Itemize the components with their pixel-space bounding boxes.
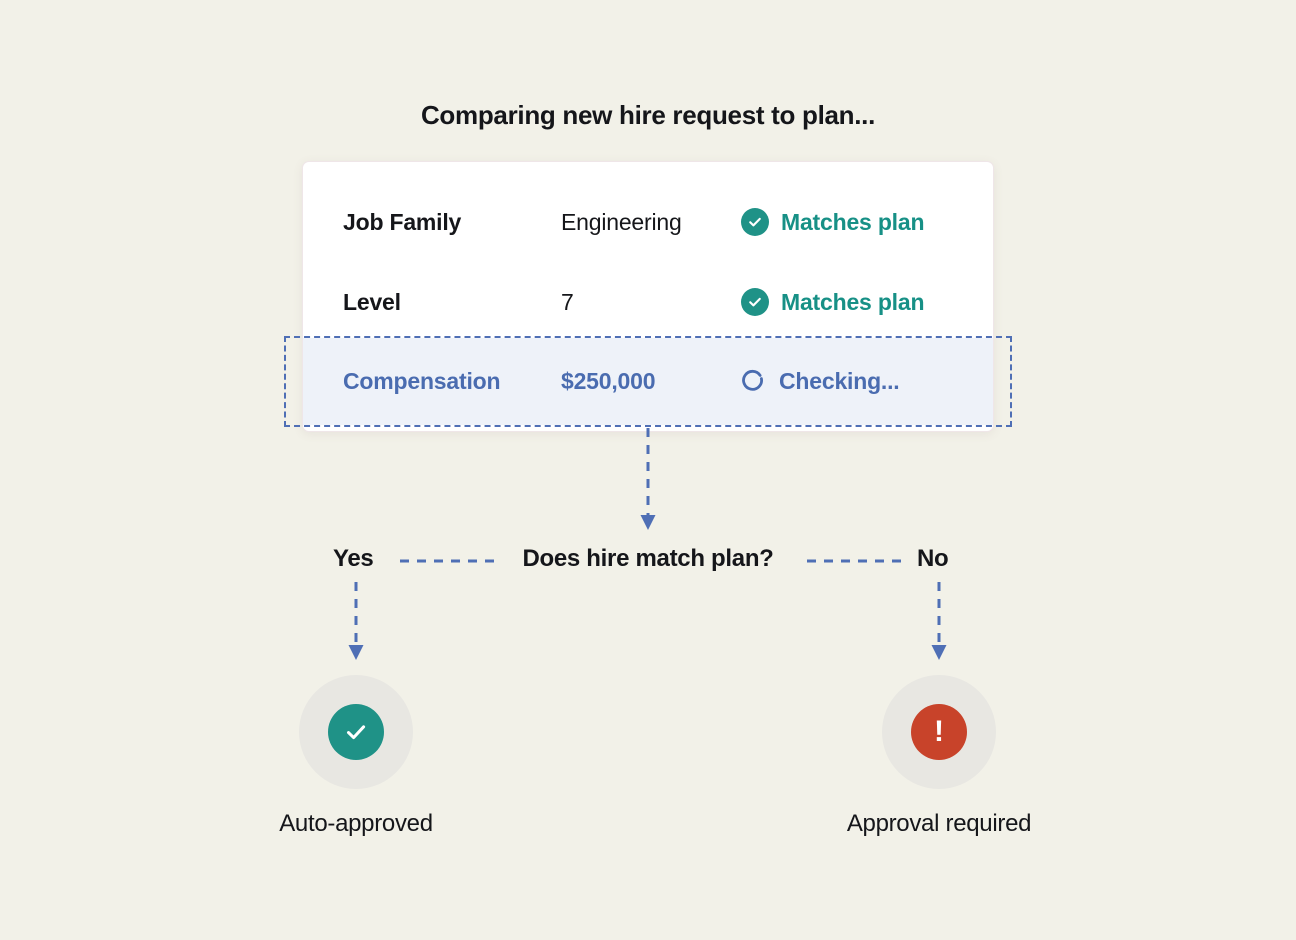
branch-label-yes: Yes [333, 545, 374, 572]
table-row-active[interactable]: Compensation $250,000 Checking... [303, 338, 993, 425]
row-status-label: Checking... [779, 368, 900, 394]
spinner-icon [741, 369, 767, 395]
row-label: Level [343, 288, 401, 315]
table-row: Job Family Engineering Matches plan [303, 182, 993, 262]
connector-no-to-approval-required [931, 582, 947, 660]
row-value: Engineering [561, 208, 682, 235]
page-title: Comparing new hire request to plan... [420, 100, 876, 130]
outcome-label-auto-approved: Auto-approved [279, 810, 433, 837]
check-circle-icon [741, 208, 769, 236]
row-value: $250,000 [561, 368, 656, 394]
row-status-label: Matches plan [781, 208, 925, 235]
connector-card-to-decision [640, 428, 656, 530]
connector-yes-to-auto-approved [348, 582, 364, 660]
row-status: Matches plan [741, 208, 925, 236]
connector-yes-branch [400, 559, 496, 563]
row-status: Checking... [741, 368, 900, 395]
outcome-label-approval-required: Approval required [846, 810, 1032, 837]
row-label: Job Family [343, 208, 462, 235]
outcome-node-approval-required: ! [882, 675, 996, 789]
exclamation-icon: ! [911, 704, 967, 760]
active-row-selection-outline [284, 336, 1012, 427]
active-row-background [303, 338, 993, 425]
table-row: Level 7 Matches plan [303, 262, 993, 342]
check-circle-icon [741, 288, 769, 316]
row-value: 7 [561, 288, 574, 315]
row-label: Compensation [343, 368, 501, 394]
row-status-label: Matches plan [781, 288, 925, 315]
connector-no-branch [807, 559, 903, 563]
outcome-node-auto-approved [299, 675, 413, 789]
branch-label-no: No [917, 545, 949, 572]
row-status: Matches plan [741, 288, 925, 316]
check-icon [328, 704, 384, 760]
exclamation-glyph: ! [934, 715, 944, 748]
decision-question: Does hire match plan? [522, 545, 774, 572]
